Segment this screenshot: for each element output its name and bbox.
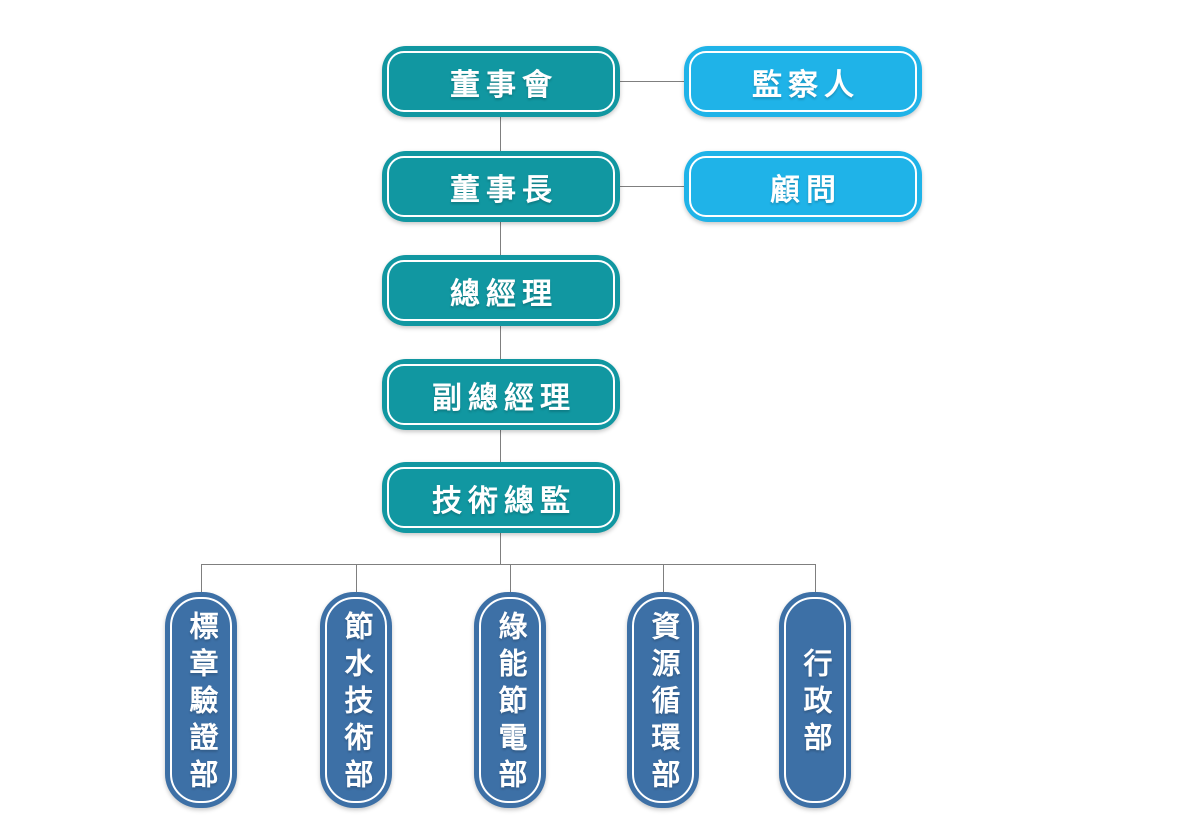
node-dept-resource-recycling: 資源循環部 <box>627 592 699 808</box>
connector-drop-green-energy <box>510 564 511 592</box>
node-board-of-directors: 董事會 <box>382 46 620 117</box>
connector-chairman-to-gm <box>500 222 501 255</box>
connector-director-to-bus <box>500 533 501 564</box>
connector-drop-resource-recycle <box>663 564 664 592</box>
connector-deputy-gm-to-director <box>500 430 501 462</box>
node-label: 資源循環部 <box>647 610 679 796</box>
node-label: 監察人 <box>752 68 860 102</box>
node-label: 技術總監 <box>432 484 576 518</box>
node-dept-administration: 行政部 <box>779 592 851 808</box>
node-dept-certification: 標章驗證部 <box>165 592 237 808</box>
node-label: 綠能節電部 <box>494 610 526 796</box>
connector-board-to-chairman <box>500 117 501 151</box>
node-general-manager: 總經理 <box>382 255 620 326</box>
connector-gm-to-deputy-gm <box>500 326 501 359</box>
connector-board-to-supervisor <box>620 81 684 82</box>
connector-chairman-to-advisor <box>620 186 684 187</box>
connector-drop-water-saving <box>356 564 357 592</box>
node-label: 標章驗證部 <box>185 610 217 796</box>
node-chairman: 董事長 <box>382 151 620 222</box>
node-dept-water-saving: 節水技術部 <box>320 592 392 808</box>
node-label: 節水技術部 <box>340 610 372 796</box>
node-label: 董事長 <box>450 173 558 207</box>
connector-drop-certification <box>201 564 202 592</box>
node-deputy-general-manager: 副總經理 <box>382 359 620 430</box>
connector-drop-administration <box>815 564 816 592</box>
node-label: 董事會 <box>450 68 558 102</box>
node-label: 行政部 <box>799 647 831 759</box>
node-label: 副總經理 <box>432 381 576 415</box>
node-label: 總經理 <box>450 277 558 311</box>
node-supervisor: 監察人 <box>684 46 922 117</box>
connector-department-bus <box>201 564 815 565</box>
node-dept-green-energy: 綠能節電部 <box>474 592 546 808</box>
node-label: 顧問 <box>770 173 842 207</box>
node-advisor: 顧問 <box>684 151 922 222</box>
node-technical-director: 技術總監 <box>382 462 620 533</box>
